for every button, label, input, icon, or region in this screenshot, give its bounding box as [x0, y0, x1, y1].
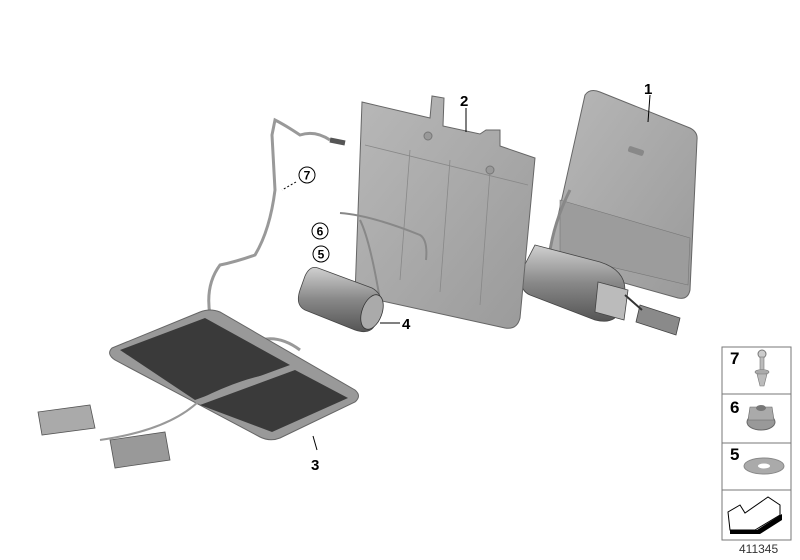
svg-text:7: 7: [304, 169, 311, 183]
diagram-id: 411345: [739, 542, 778, 556]
part-2-panel: [339, 95, 536, 329]
part-3-heating-mat: [37, 309, 359, 469]
callout-5: 5: [312, 245, 330, 263]
washer-icon: [743, 457, 785, 475]
legend-number-5: 5: [730, 445, 739, 464]
callout-1: 1: [644, 81, 652, 98]
hex-nut-icon: [746, 405, 776, 431]
callout-3: 3: [311, 457, 319, 474]
legend-number-7: 7: [730, 349, 739, 368]
callout-2: 2: [460, 93, 468, 110]
callout-6: 6: [311, 222, 329, 240]
svg-text:5: 5: [318, 248, 325, 262]
part-1-panel-assembly: [520, 90, 698, 336]
expanding-rivet-icon: [754, 349, 770, 387]
callout-lines: [281, 94, 651, 451]
callout-4: 4: [402, 316, 411, 333]
direction-arrow-icon: [727, 496, 782, 534]
parts-legend: 7 6 5: [721, 346, 792, 541]
part-4-motor: [297, 266, 384, 333]
legend-number-6: 6: [730, 398, 739, 417]
callout-7: 7: [298, 166, 316, 184]
svg-text:6: 6: [317, 225, 324, 239]
